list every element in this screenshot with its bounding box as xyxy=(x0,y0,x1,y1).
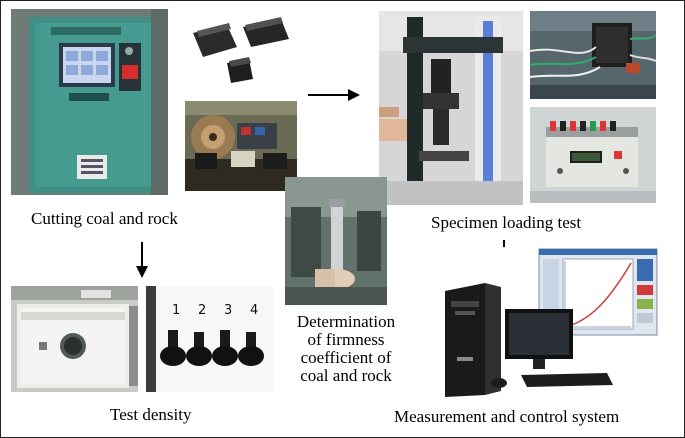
sample-label-3: 3 xyxy=(224,303,232,318)
coal-sample-3 xyxy=(212,330,238,366)
caption-cutting: Cutting coal and rock xyxy=(31,209,178,228)
arrow-down-left-icon xyxy=(136,242,148,278)
loading-machine-photo xyxy=(379,11,523,205)
cutting-saw-photo xyxy=(185,101,297,191)
coal-sample-2 xyxy=(186,332,212,366)
caption-firmness-line-2: of firmness xyxy=(307,329,385,349)
sample-label-1: 1 xyxy=(172,303,180,318)
caption-density: Test density xyxy=(110,405,192,424)
coal-sample-4 xyxy=(238,332,264,366)
caption-firmness-line-4: coal and rock xyxy=(300,365,392,385)
sensor-wiring-photo xyxy=(530,11,656,99)
caption-firmness-line-3: coefficient of xyxy=(300,347,392,367)
caption-firmness-line-1: Determination xyxy=(296,312,396,331)
drying-oven-photo xyxy=(11,286,138,392)
sample-label-4: 4 xyxy=(250,303,258,318)
caption-loading: Specimen loading test xyxy=(431,213,582,232)
control-box-photo xyxy=(530,107,656,203)
computer-system-image xyxy=(441,247,663,397)
coal-sample-1 xyxy=(160,330,186,366)
caption-firmness: Determination of firmness coefficient of… xyxy=(281,313,411,384)
arrow-right-icon xyxy=(308,89,360,101)
coal-blocks-photo xyxy=(185,11,297,93)
caption-measurement: Measurement and control system xyxy=(394,407,620,426)
cutting-machine-photo xyxy=(11,9,168,195)
coal-samples-photo: 1 2 3 4 xyxy=(146,286,273,392)
sample-label-2: 2 xyxy=(198,303,206,318)
firmness-device-photo xyxy=(285,177,387,305)
